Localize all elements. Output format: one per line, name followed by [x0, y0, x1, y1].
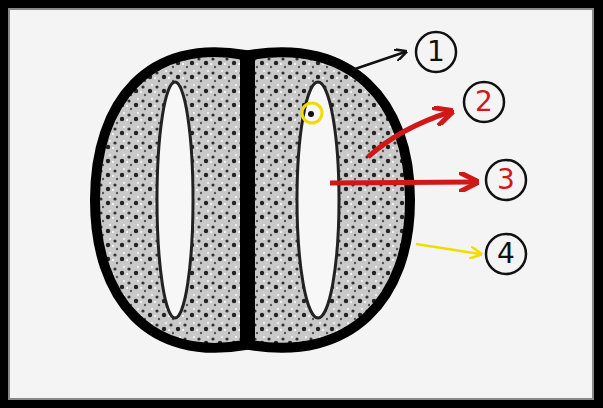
guard-cell	[250, 52, 410, 348]
callout-number: 2	[475, 88, 493, 116]
chloroplast	[308, 111, 314, 117]
vacuole	[157, 82, 193, 318]
leader-arrow	[330, 182, 475, 183]
callout-number: 4	[497, 240, 515, 268]
guard-cell	[95, 52, 245, 348]
callout-number: 3	[497, 166, 515, 194]
callout-circle	[486, 160, 526, 200]
panel	[9, 9, 593, 399]
vacuole	[297, 82, 339, 318]
highlight-circle	[302, 103, 322, 123]
leader-arrow	[368, 112, 450, 157]
leader-arrow	[352, 52, 405, 70]
leader-arrow	[416, 244, 480, 254]
callout-circle	[464, 82, 504, 122]
callout-circle	[416, 32, 456, 72]
callout-circle	[486, 234, 526, 274]
cell-wall	[243, 58, 251, 342]
callout-number: 1	[427, 38, 445, 66]
